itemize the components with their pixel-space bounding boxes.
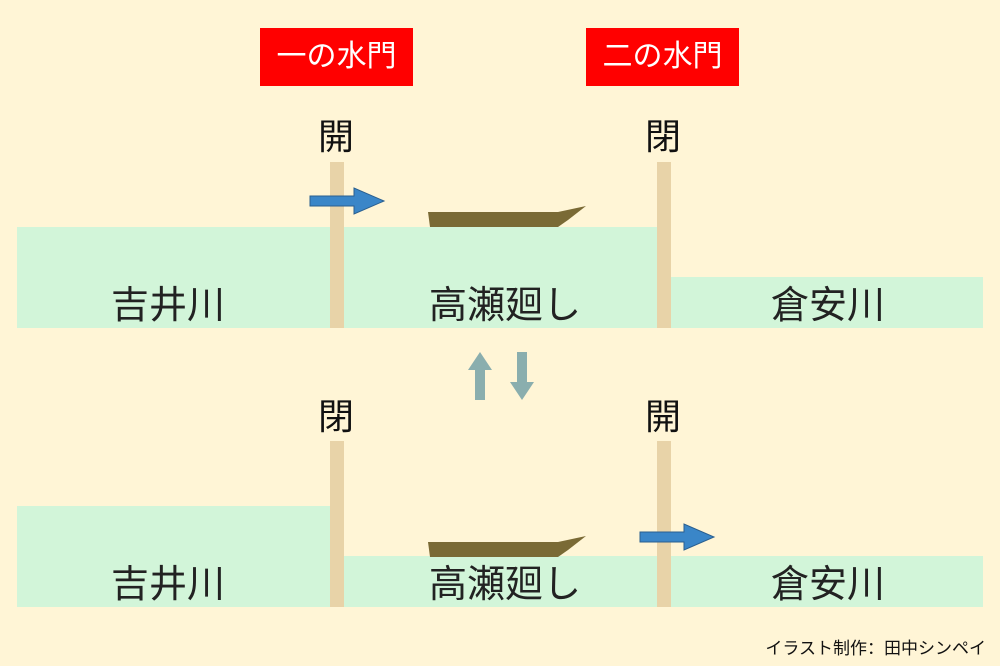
boat-icon [428, 206, 586, 227]
gate2-label: 二の水門 [586, 28, 739, 86]
bottom-gate2-post [657, 441, 671, 607]
bottom-river-middle: 高瀬廻し [428, 562, 581, 606]
top-gate2-state: 閉 [644, 117, 681, 158]
arrow-up-icon [468, 352, 492, 400]
top-gate1-state: 開 [317, 117, 354, 158]
illustration-credit: イラスト制作：田中シンペイ [765, 639, 986, 659]
bottom-water-lower [330, 556, 983, 607]
top-water-lower [657, 277, 983, 328]
bottom-gate2-state: 開 [644, 397, 681, 438]
arrow-down-icon [510, 352, 534, 400]
bottom-gate1-state: 閉 [317, 397, 354, 438]
top-gate1-post [330, 162, 344, 328]
boat-icon [428, 536, 586, 557]
bottom-river-right: 倉安川 [770, 562, 885, 606]
bottom-gate1-post [330, 441, 344, 607]
top-river-middle: 高瀬廻し [428, 283, 581, 327]
top-river-left: 吉井川 [110, 283, 225, 327]
arrow-right-icon [309, 187, 386, 215]
bottom-water-upper [17, 506, 330, 607]
bottom-river-left: 吉井川 [110, 562, 225, 606]
arrow-right-icon [639, 523, 716, 551]
top-gate2-post [657, 162, 671, 328]
top-river-right: 倉安川 [770, 283, 885, 327]
gate1-label: 一の水門 [260, 28, 413, 86]
